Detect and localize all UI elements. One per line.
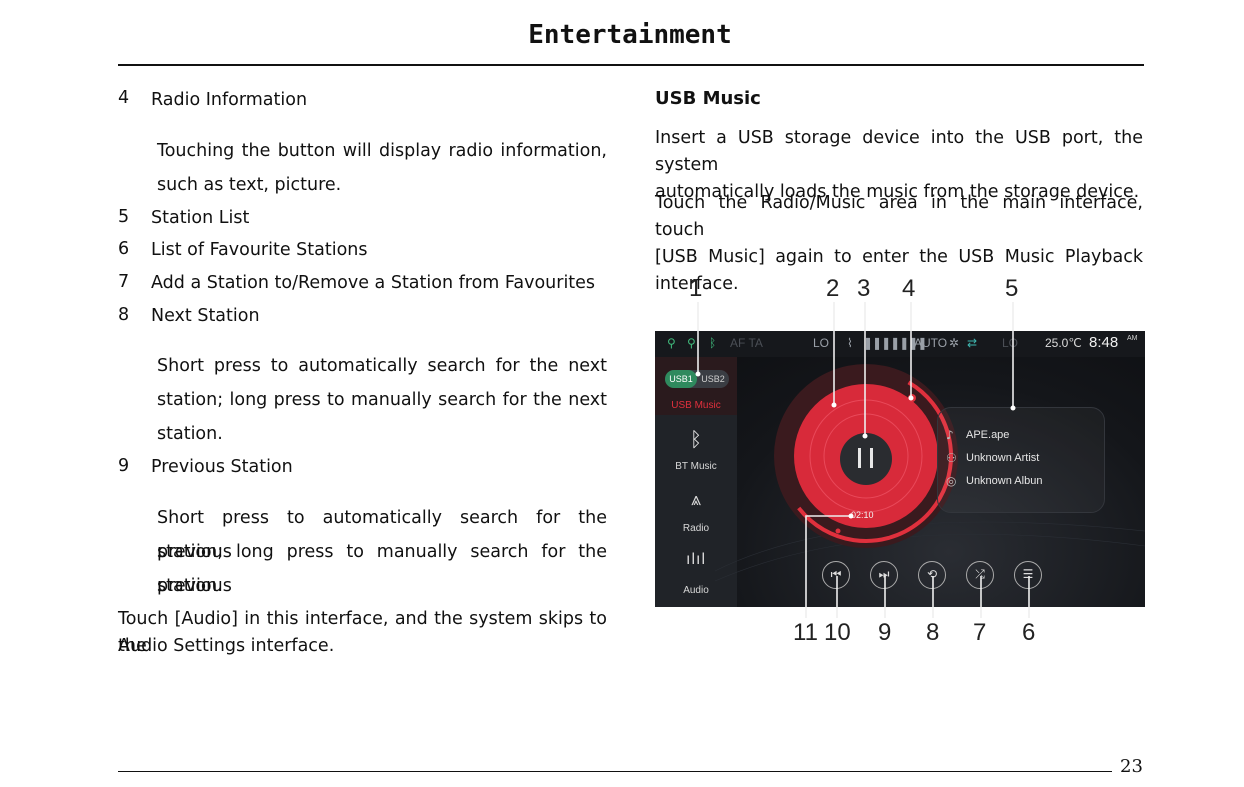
temperature: 25.0℃	[1045, 336, 1082, 350]
callout-number: 7	[973, 619, 987, 646]
repeat-button[interactable]: ⟲	[918, 561, 946, 589]
page-title: Entertainment	[528, 20, 732, 50]
leader-dot	[848, 513, 854, 519]
disc-groove	[809, 399, 923, 513]
usb-music-screen: ⚲ ⚲ ᛒ AF TA LO ⌇ ❚❚❚❚❚❚❚ AUTO ✲ ⇄ LO 25.…	[655, 331, 1145, 607]
item-number: 5	[118, 207, 130, 227]
usb-icon: ⚲	[667, 336, 676, 350]
usb-music-label: USB Music	[671, 400, 721, 411]
callout-number: 3	[857, 275, 871, 302]
footer-rule	[118, 771, 1112, 772]
clock-time: 8:48	[1089, 334, 1119, 351]
next-station-description: Short press to automatically search for …	[157, 356, 607, 444]
leader-dot	[831, 402, 837, 408]
album-name: Unknown Albun	[966, 475, 1043, 487]
song-title: APE.ape	[966, 429, 1010, 441]
leader-dot	[908, 395, 914, 401]
usb-intro-paragraph: Insert a USB storage device into the USB…	[655, 128, 1143, 202]
callout-number: 2	[826, 275, 840, 302]
leader-dot	[1010, 405, 1016, 411]
callout-number: 11	[793, 619, 818, 646]
pause-icon	[858, 448, 861, 468]
progress-ring	[779, 369, 953, 543]
elapsed-time: 02:10	[851, 510, 874, 520]
callout-number: 5	[1005, 275, 1019, 302]
recirculation-icon: ⇄	[967, 336, 978, 350]
fan-level-right: LO	[1002, 336, 1019, 350]
previous-track-button[interactable]: ⏮	[822, 561, 850, 589]
artist-name: Unknown Artist	[966, 452, 1040, 464]
radio-tower-icon: ⩓	[690, 489, 702, 509]
callout-number: 1	[689, 275, 703, 302]
callout-number: 4	[902, 275, 916, 302]
page-number: 23	[1120, 756, 1143, 777]
disc-groove	[823, 413, 909, 499]
header-rule	[118, 64, 1144, 66]
radio-tab[interactable]: Radio	[682, 523, 710, 534]
fan-level-left: LO	[813, 336, 830, 350]
usb-enter-paragraph: Touch the Radio/Music area in the main i…	[655, 193, 1143, 294]
bluetooth-icon: ᛒ	[709, 336, 717, 350]
item-label-next-station: Next Station	[151, 306, 260, 326]
person-icon: ⚇	[946, 451, 957, 465]
item-number: 7	[118, 272, 130, 292]
callout-number: 9	[878, 619, 892, 646]
leader-dot	[695, 371, 701, 377]
pause-icon	[870, 448, 873, 468]
source-sidebar: USB1 USB2 USB Music ᛒ BT Music ⩓ Radio ı…	[655, 357, 737, 607]
player-disc-art	[714, 364, 1145, 582]
fan-icon: ✲	[949, 336, 960, 350]
item-label-previous-station: Previous Station	[151, 457, 293, 477]
clock-ampm: AM	[1127, 335, 1138, 342]
next-track-button[interactable]: ⏭	[870, 561, 898, 589]
usb-music-heading: USB Music	[655, 88, 761, 109]
equalizer-icon: ılıl	[686, 551, 706, 568]
leader-line	[805, 515, 850, 618]
item-number: 4	[118, 88, 130, 108]
usb1-tab[interactable]: USB1	[665, 370, 697, 388]
item-number: 8	[118, 305, 130, 325]
usb2-tab[interactable]: USB2	[701, 374, 725, 384]
bluetooth-icon: ᛒ	[690, 429, 702, 451]
shuffle-button[interactable]: ⤮	[966, 561, 994, 589]
album-icon: ◎	[946, 474, 957, 488]
progress-start-dot	[835, 528, 841, 534]
previous-station-description: Short press to automatically search for …	[157, 508, 607, 596]
usb-selector: USB1 USB2	[665, 370, 729, 388]
item-number: 6	[118, 239, 130, 259]
bt-music-tab[interactable]: BT Music	[675, 461, 717, 472]
seat-icon: ⌇	[847, 336, 853, 350]
callout-number: 10	[824, 619, 851, 646]
item-label-favourite-stations: List of Favourite Stations	[151, 240, 368, 260]
auto-climate-label: AUTO	[914, 336, 948, 350]
af-ta-label: AF TA	[730, 336, 763, 350]
item-label-add-remove-favourite: Add a Station to/Remove a Station from F…	[151, 273, 596, 293]
playlist-button[interactable]: ☰	[1014, 561, 1042, 589]
callout-number: 6	[1022, 619, 1036, 646]
callout-number: 8	[926, 619, 940, 646]
audio-tab[interactable]: Audio	[683, 585, 709, 596]
audio-settings-note: Touch [Audio] in this interface, and the…	[118, 609, 607, 656]
music-note-icon: ♪	[946, 428, 954, 442]
track-info-panel: ♪ APE.ape ⚇ Unknown Artist ◎ Unknown Alb…	[937, 407, 1105, 513]
item-label-station-list: Station List	[151, 208, 250, 228]
item-label-radio-information: Radio Information	[151, 90, 308, 110]
usb-icon: ⚲	[687, 336, 696, 350]
play-pause-button[interactable]	[840, 433, 892, 485]
leader-dot	[862, 433, 868, 439]
radio-information-description: Touching the button will display radio i…	[157, 141, 607, 195]
item-number: 9	[118, 456, 130, 476]
